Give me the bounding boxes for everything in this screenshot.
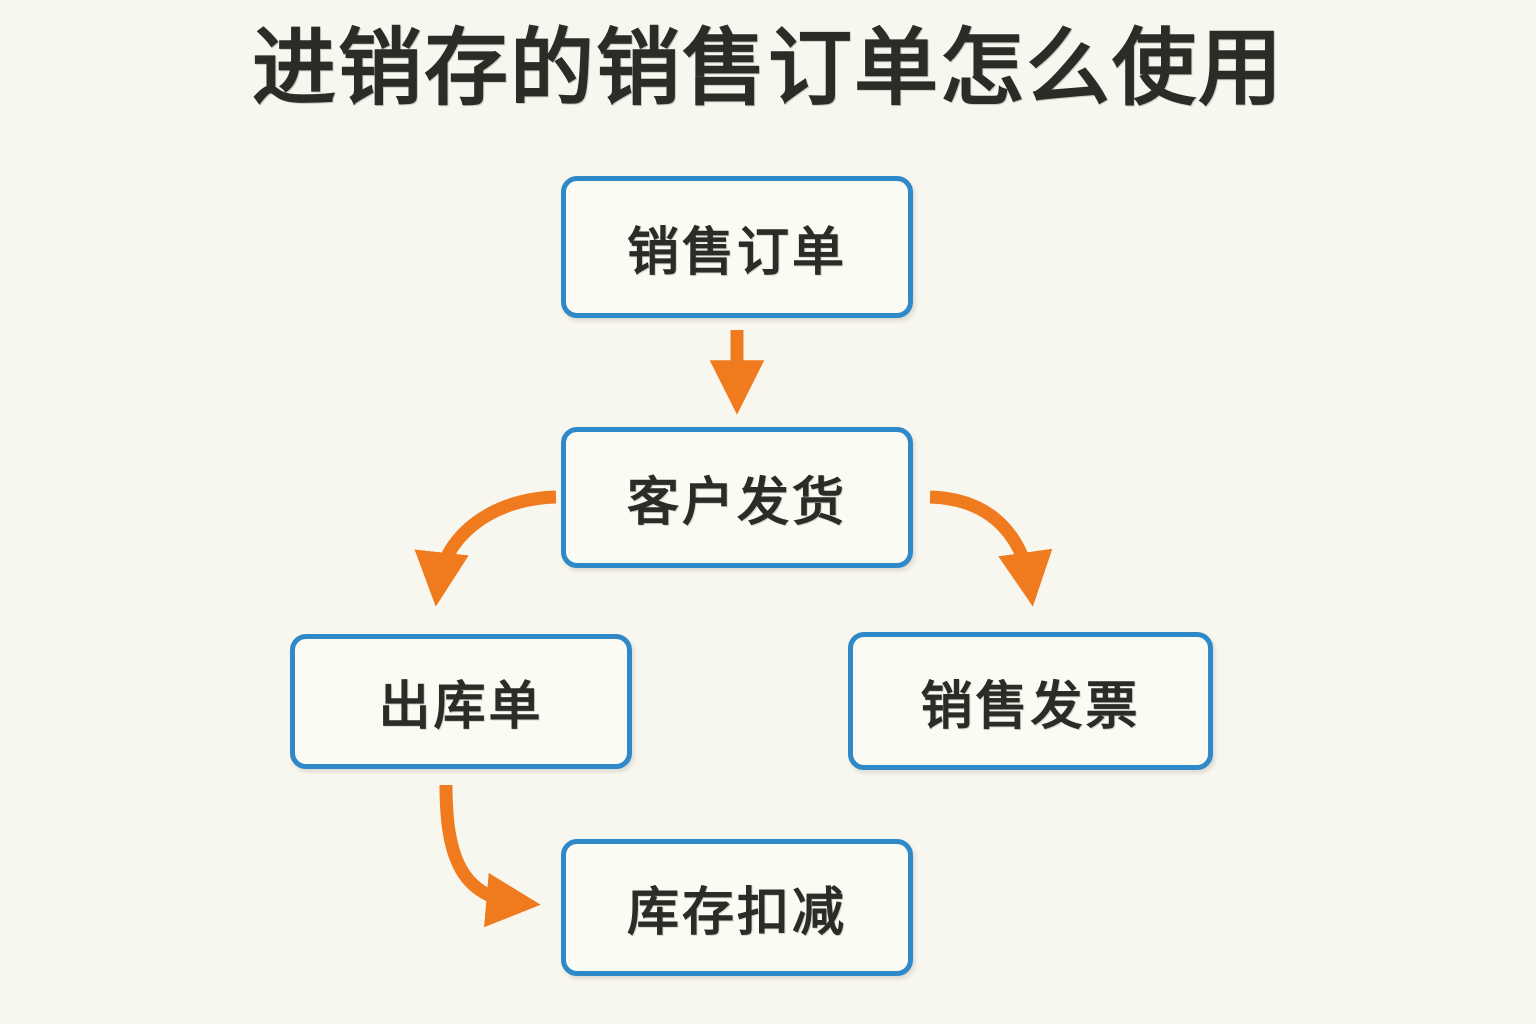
edge-customer-ship-to-sales-invoice	[929, 490, 1053, 607]
node-sales-invoice-label: 销售发票	[920, 676, 1141, 737]
edge-customer-ship-to-outbound	[414, 490, 557, 607]
node-sales-order-label: 销售订单	[626, 222, 847, 283]
node-customer-ship-label: 客户发货	[626, 473, 847, 533]
node-outbound-label: 出库单	[378, 677, 544, 737]
node-customer-ship[interactable]: 客户发货	[561, 427, 913, 568]
page-title: 进销存的销售订单怎么使用	[251, 19, 1284, 117]
node-outbound[interactable]: 出库单	[290, 634, 632, 769]
node-stock-deduct-label: 库存扣减	[626, 883, 847, 943]
node-sales-invoice[interactable]: 销售发票	[848, 632, 1213, 770]
edge-outbound-to-stock-deduct	[439, 784, 541, 928]
node-sales-order[interactable]: 销售订单	[561, 176, 913, 318]
node-stock-deduct[interactable]: 库存扣减	[561, 839, 913, 976]
